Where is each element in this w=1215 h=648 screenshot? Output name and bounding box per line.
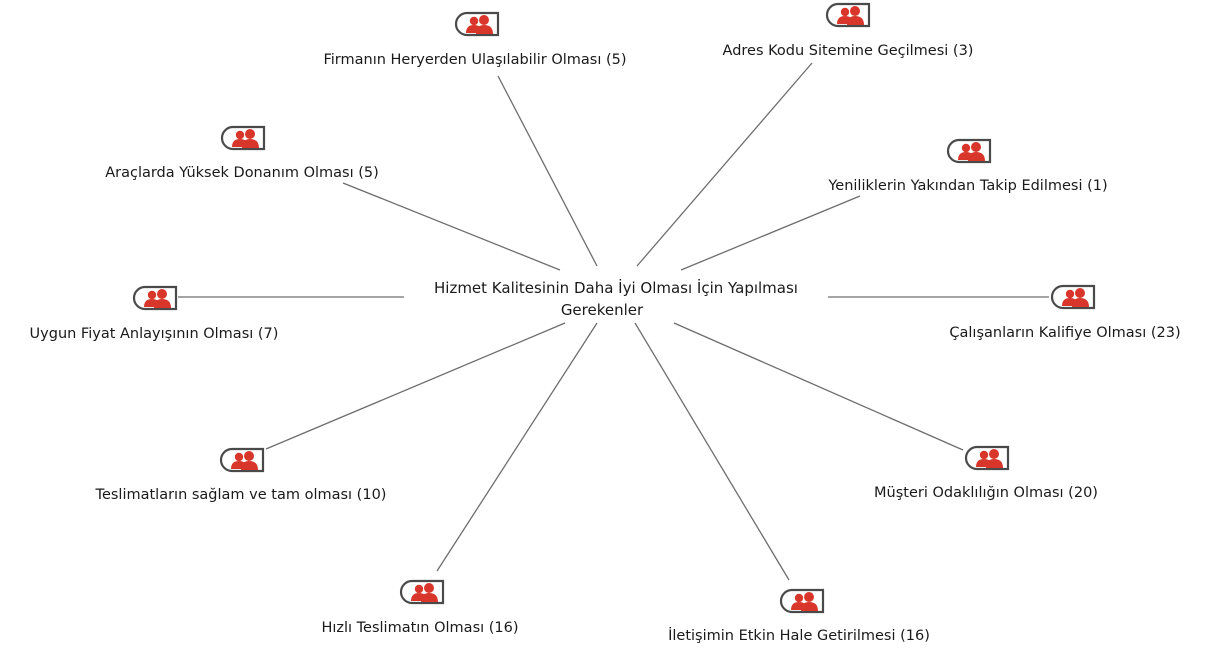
node-label-adres-kodu: Adres Kodu Sitemine Geçilmesi (3) bbox=[723, 43, 974, 59]
node-hizli-teslimat[interactable]: Hızlı Teslimatın Olması (16) bbox=[321, 579, 519, 636]
connector-adres-kodu bbox=[636, 62, 813, 267]
person-node-icon bbox=[399, 579, 445, 605]
person-node-icon bbox=[454, 11, 500, 37]
node-label-araclarda-yuksek: Araçlarda Yüksek Donanım Olması (5) bbox=[105, 165, 379, 181]
node-label-hizli-teslimat: Hızlı Teslimatın Olması (16) bbox=[321, 620, 518, 636]
person-node-icon bbox=[825, 2, 871, 28]
connector-teslimatlarin-saglam bbox=[265, 322, 566, 450]
person-node-icon bbox=[1050, 284, 1096, 310]
person-node-icon bbox=[219, 447, 265, 473]
connector-hizli-teslimat bbox=[436, 322, 598, 572]
connector-yeniliklerin-takip bbox=[680, 195, 861, 271]
central-node-title-line-2: Gerekenler bbox=[561, 301, 644, 319]
node-label-uygun-fiyat: Uygun Fiyat Anlayışının Olması (7) bbox=[30, 326, 279, 342]
node-yeniliklerin-takip[interactable]: Yeniliklerin Yakından Takip Edilmesi (1) bbox=[827, 138, 1108, 194]
node-label-calisanlarin-kalifiye: Çalışanların Kalifiye Olması (23) bbox=[949, 325, 1180, 341]
node-label-firmanin-heryerden: Firmanın Heryerden Ulaşılabilir Olması (… bbox=[323, 52, 626, 68]
node-firmanin-heryerden[interactable]: Firmanın Heryerden Ulaşılabilir Olması (… bbox=[323, 11, 627, 68]
connector-araclarda-yuksek bbox=[342, 182, 561, 271]
connector-firmanin-heryerden bbox=[497, 75, 598, 267]
node-teslimatlarin-saglam[interactable]: Teslimatların sağlam ve tam olması (10) bbox=[95, 447, 387, 503]
node-iletisimin-etkin[interactable]: İletişimin Etkin Hale Getirilmesi (16) bbox=[668, 588, 930, 644]
node-calisanlarin-kalifiye[interactable]: Çalışanların Kalifiye Olması (23) bbox=[949, 284, 1181, 341]
person-node-icon bbox=[132, 285, 178, 311]
connector-musteri-odaklilik bbox=[673, 322, 964, 451]
person-node-icon bbox=[220, 125, 266, 151]
central-node[interactable]: Hizmet Kalitesinin Daha İyi Olması İçin … bbox=[404, 274, 828, 322]
person-node-icon bbox=[964, 445, 1010, 471]
central-node-title-line-1: Hizmet Kalitesinin Daha İyi Olması İçin … bbox=[434, 278, 798, 297]
connector-lines bbox=[178, 62, 1049, 581]
node-adres-kodu[interactable]: Adres Kodu Sitemine Geçilmesi (3) bbox=[723, 2, 974, 59]
node-musteri-odaklilik[interactable]: Müşteri Odaklılığın Olması (20) bbox=[874, 445, 1098, 501]
node-label-musteri-odaklilik: Müşteri Odaklılığın Olması (20) bbox=[874, 485, 1098, 501]
connector-iletisimin-etkin bbox=[634, 322, 790, 581]
node-label-yeniliklerin-takip: Yeniliklerin Yakından Takip Edilmesi (1) bbox=[827, 178, 1107, 194]
person-node-icon bbox=[779, 588, 825, 614]
node-label-teslimatlarin-saglam: Teslimatların sağlam ve tam olması (10) bbox=[95, 487, 387, 503]
node-uygun-fiyat[interactable]: Uygun Fiyat Anlayışının Olması (7) bbox=[30, 285, 279, 342]
person-node-icon bbox=[946, 138, 992, 164]
node-label-iletisimin-etkin: İletişimin Etkin Hale Getirilmesi (16) bbox=[668, 626, 930, 644]
topic-nodes: Firmanın Heryerden Ulaşılabilir Olması (… bbox=[30, 2, 1181, 644]
node-araclarda-yuksek[interactable]: Araçlarda Yüksek Donanım Olması (5) bbox=[105, 125, 379, 181]
